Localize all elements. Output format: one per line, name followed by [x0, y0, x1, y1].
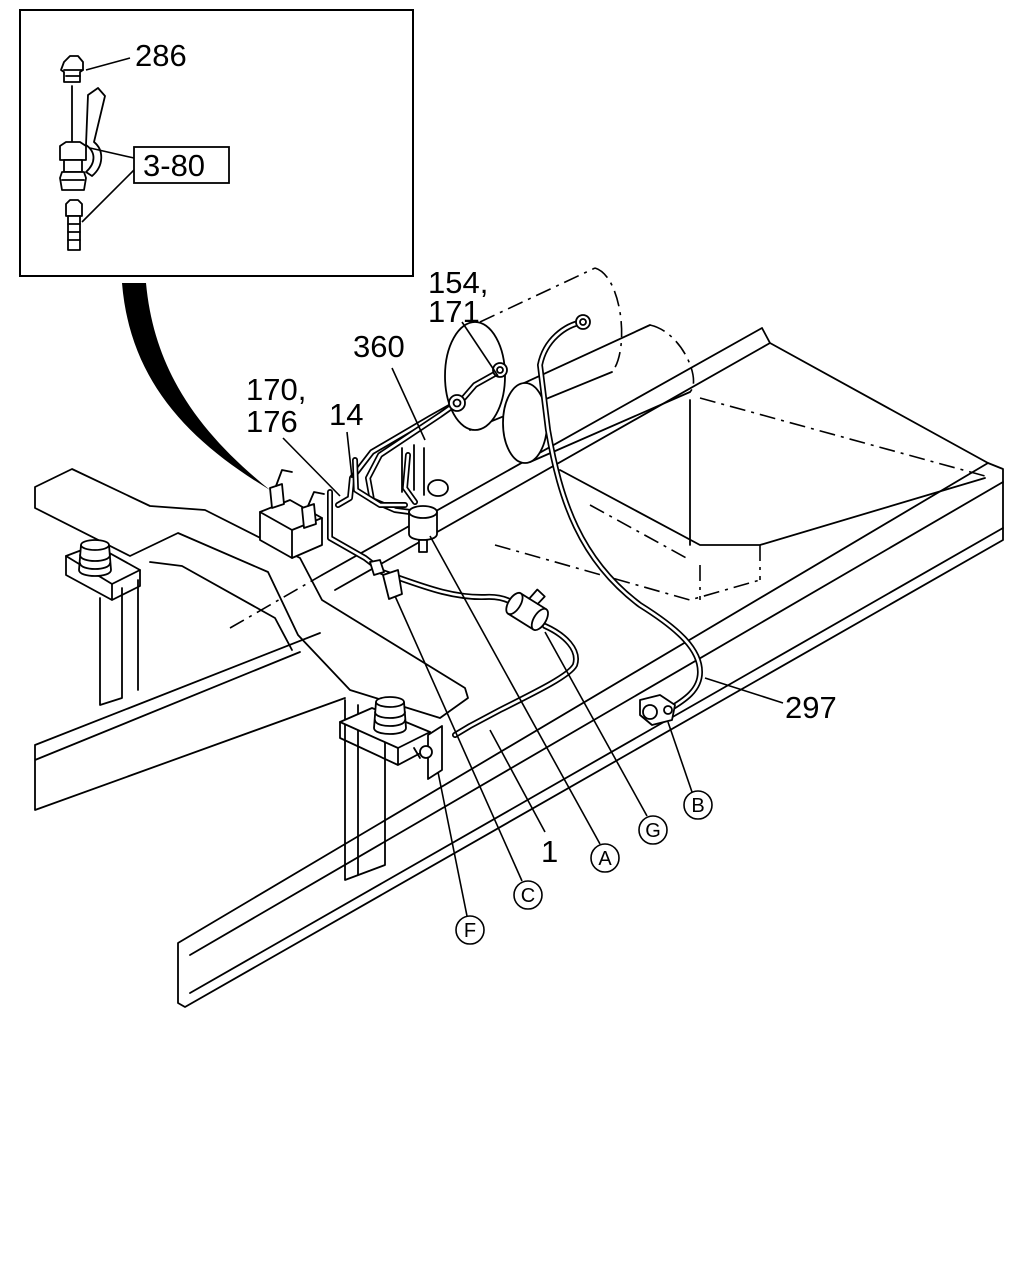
leader-360: [391, 367, 426, 441]
fitting-286: [60, 55, 84, 83]
part-label-176: 176: [246, 404, 298, 439]
part-label-360: 360: [353, 329, 405, 364]
leader-154-171: [461, 321, 499, 377]
tube-1a: [382, 572, 518, 606]
leader-170-176: [282, 437, 341, 497]
rear-cross-member: [559, 342, 989, 546]
leader-b: [667, 721, 693, 793]
far-rail: [321, 327, 771, 591]
leader-c: [394, 595, 523, 882]
part-label-297: 297: [785, 690, 837, 725]
detail-arrow: [122, 283, 270, 490]
valve-a: [408, 505, 438, 553]
fitting-b: [639, 694, 676, 726]
part-label-14: 14: [329, 397, 363, 432]
valve-bracket: [401, 444, 449, 497]
chassis-frame: [34, 327, 1004, 1008]
right-post: [344, 699, 386, 881]
leader-1: [489, 729, 546, 833]
bracket-f: [413, 725, 443, 780]
connector-label-f: F: [455, 915, 485, 945]
tube-297: [540, 322, 700, 710]
cross-member: [34, 468, 469, 719]
bracket: [85, 87, 106, 177]
connector-letter-b: B: [691, 795, 704, 817]
leader-f: [437, 771, 468, 917]
leader-ref-lower: [81, 169, 135, 223]
air-tank-rear: [502, 324, 695, 464]
detail-inset: 286 3-80: [19, 9, 414, 277]
union-body: [59, 141, 87, 191]
connector-letter-f: F: [464, 920, 476, 942]
leader-ref-upper: [89, 147, 135, 159]
connector-label-b: B: [683, 790, 713, 820]
reference-box: [133, 146, 230, 184]
tank-fitting-upper: [575, 314, 591, 330]
connector-label-c: C: [513, 880, 543, 910]
part-label-170: 170,: [246, 372, 306, 407]
leader-297: [704, 677, 784, 704]
leader-a: [429, 535, 601, 845]
tank-fitting-lower: [448, 394, 466, 412]
leader-286: [85, 57, 131, 71]
part-label-171: 171: [428, 294, 480, 329]
part-label-154: 154,: [428, 265, 488, 300]
clip-c: [369, 559, 403, 600]
leader-lines: [282, 321, 784, 917]
part-label-286: 286: [135, 38, 187, 73]
connector-letter-a: A: [598, 848, 612, 870]
right-bumper: [373, 696, 407, 735]
drain-valve-right: [301, 491, 325, 529]
connector-letter-g: G: [645, 820, 661, 842]
connector-label-a: A: [590, 843, 620, 873]
drain-valve-left: [269, 469, 293, 509]
tank-fitting-front: [492, 362, 508, 378]
reference-box-label: 3-80: [143, 148, 205, 183]
connector-label-g: G: [638, 815, 668, 845]
left-rail: [34, 632, 346, 811]
regulator-g: [505, 588, 549, 631]
leader-g: [544, 631, 648, 817]
left-post: [99, 579, 139, 706]
leader-14: [346, 431, 353, 479]
left-bumper: [78, 539, 112, 577]
connector-letter-c: C: [521, 885, 535, 907]
part-label-1: 1: [541, 834, 558, 869]
lower-fitting: [65, 199, 83, 251]
